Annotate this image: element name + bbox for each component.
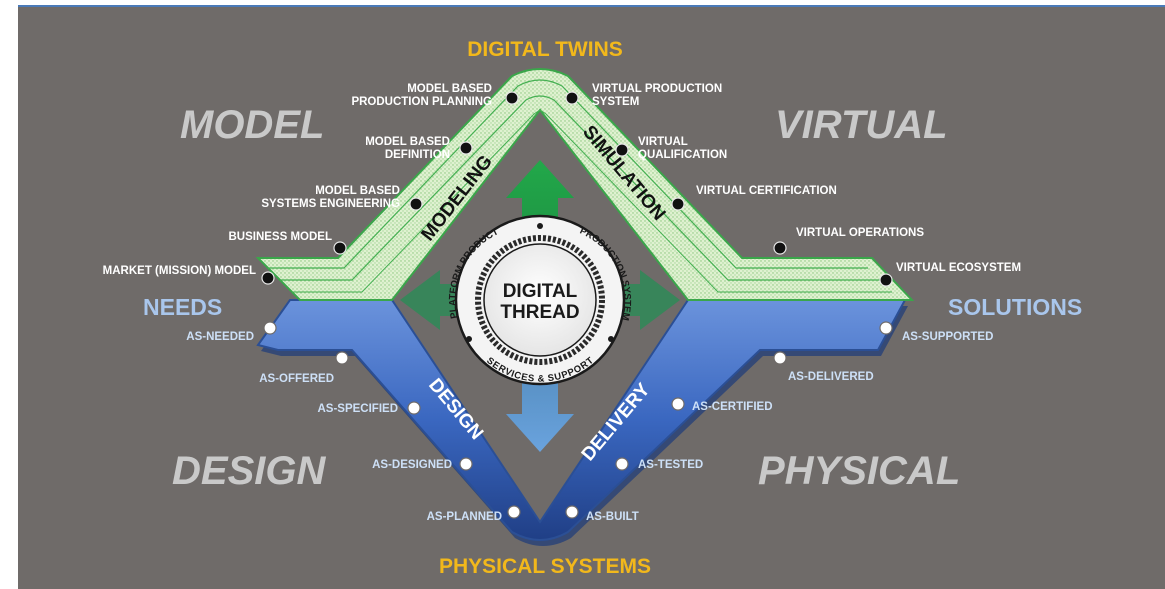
digital-twins-header: DIGITAL TWINS [467,38,623,61]
core-title-line2: THREAD [500,302,579,323]
design-milestone: AS-SPECIFIED [317,401,421,415]
delivery-milestone-dot [879,321,893,335]
design-milestone: AS-DESIGNED [372,457,473,471]
delivery-design-band [256,299,908,546]
delivery-milestone-dot [671,397,685,411]
design-milestone: AS-PLANNED [427,505,521,523]
model-milestone-label: DEFINITION [385,149,450,161]
delivery-milestone-dot [773,351,787,365]
design-milestone-label: AS-SPECIFIED [317,403,398,415]
design-milestone-dot [335,351,349,365]
design-milestone-dot [507,505,521,519]
virtual-milestone: VIRTUAL ECOSYSTEM [879,262,1021,287]
design-milestone-dot [263,321,277,335]
design-milestone-label: AS-PLANNED [427,511,502,523]
model-milestone-label: PRODUCTION PLANNING [351,96,492,108]
quadrant-model-label: MODEL [180,103,324,147]
model-milestones: MARKET (MISSION) MODEL BUSINESS MODEL MODE… [103,83,519,285]
delivery-milestone-label: AS-CERTIFIED [692,401,773,413]
virtual-milestone-dot [615,143,629,157]
model-milestone: BUSINESS MODEL [228,231,347,255]
model-milestone-label: MODEL BASED [315,185,400,197]
virtual-milestone-label: VIRTUAL OPERATIONS [796,227,924,239]
virtual-milestone-dot [565,91,579,105]
virtual-milestone-dot [671,197,685,211]
design-milestone-label: AS-DESIGNED [372,459,452,471]
quadrant-physical-label: PHYSICAL [758,449,960,493]
virtual-milestone-dot [773,241,787,255]
design-milestone-label: AS-NEEDED [186,331,254,343]
virtual-milestone-label: VIRTUAL CERTIFICATION [696,185,837,197]
design-milestone-dot [407,401,421,415]
modeling-simulation-band [255,68,915,301]
delivery-milestone-label: AS-BUILT [586,511,639,523]
design-milestone-label: AS-OFFERED [259,373,334,385]
delivery-milestone: AS-TESTED [615,457,703,471]
model-milestone-label: MARKET (MISSION) MODEL [103,265,256,277]
model-milestone-label: MODEL BASED [365,136,450,148]
delivery-milestone: AS-DELIVERED [773,351,874,383]
model-milestone-label: MODEL BASED [407,83,492,95]
model-milestone-dot [505,91,519,105]
model-milestone-label: SYSTEMS ENGINEERING [261,198,400,210]
virtual-milestone-label: VIRTUAL PRODUCTION [592,83,722,95]
delivery-milestone-label: AS-SUPPORTED [902,331,993,343]
design-milestone: AS-NEEDED [186,321,277,343]
model-milestone-dot [409,197,423,211]
physical-systems-header: PHYSICAL SYSTEMS [439,555,651,578]
delivery-milestone: AS-CERTIFIED [671,397,773,413]
virtual-milestone: VIRTUAL OPERATIONS [773,227,924,255]
virtual-milestones: VIRTUAL PRODUCTIONSYSTEMVIRTUALQUALIFICA… [565,83,1021,287]
delivery-milestone-dot [565,505,579,519]
model-milestone-label: BUSINESS MODEL [228,231,332,243]
needs-label: NEEDS [143,294,222,320]
virtual-milestone-label: QUALIFICATION [638,149,727,161]
digital-thread-core: DIGITAL THREAD PLATFORM PRODUCT PRODUCTI… [447,214,633,386]
design-milestone-dot [459,457,473,471]
solutions-label: SOLUTIONS [948,294,1082,320]
virtual-milestone-label: SYSTEM [592,96,639,108]
virtual-milestone: VIRTUAL CERTIFICATION [671,185,837,211]
design-milestones: AS-NEEDED AS-OFFERED AS-SPECIFIED AS-DESIGN… [186,321,521,523]
delivery-milestone-dot [615,457,629,471]
delivery-milestone: AS-SUPPORTED [879,321,993,343]
delivery-milestone-label: AS-DELIVERED [788,371,874,383]
virtual-milestone-dot [879,273,893,287]
delivery-milestone: AS-BUILT [565,505,639,523]
model-milestone: MARKET (MISSION) MODEL [103,265,275,285]
model-milestone-dot [459,141,473,155]
model-milestone-dot [261,271,275,285]
virtual-milestone-label: VIRTUAL [638,136,688,148]
quadrant-virtual-label: VIRTUAL [775,103,948,147]
delivery-milestones: AS-BUILT AS-TESTED AS-CERTIFIED AS-DELIVERE… [565,321,993,523]
virtual-milestone-label: VIRTUAL ECOSYSTEM [896,262,1021,274]
model-milestone-dot [333,241,347,255]
delivery-milestone-label: AS-TESTED [638,459,703,471]
quadrant-design-label: DESIGN [172,449,326,493]
design-milestone: AS-OFFERED [259,351,349,385]
core-title-line1: DIGITAL [503,281,578,302]
